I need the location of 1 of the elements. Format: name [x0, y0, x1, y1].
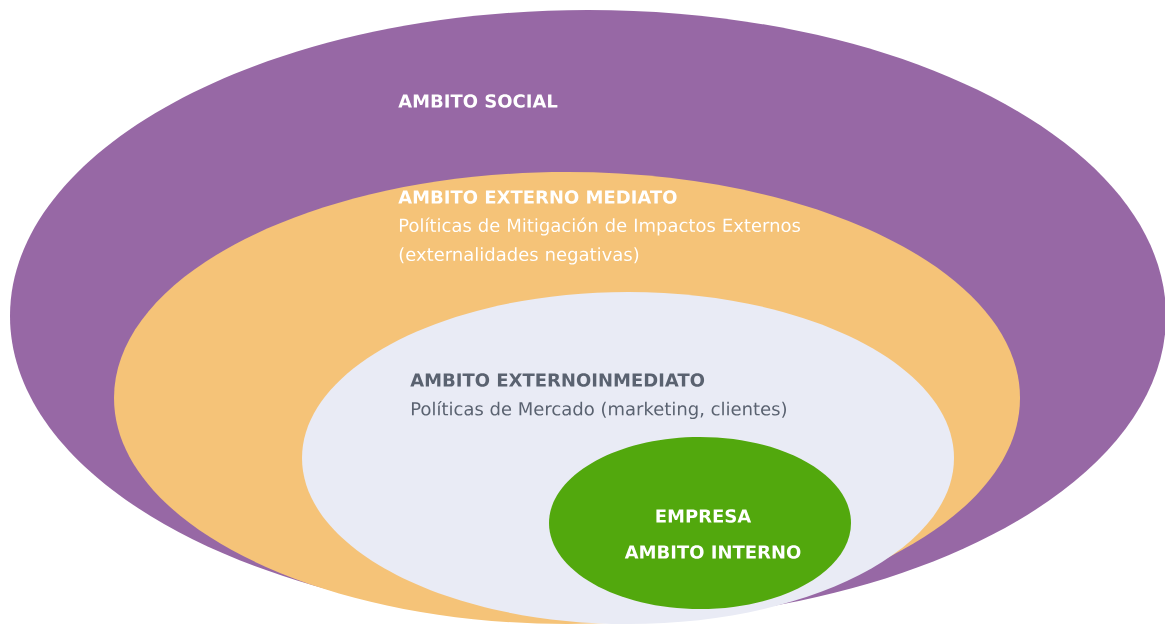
ellipse-region: EMPRESA AMBITO INTERNO: [549, 437, 851, 609]
